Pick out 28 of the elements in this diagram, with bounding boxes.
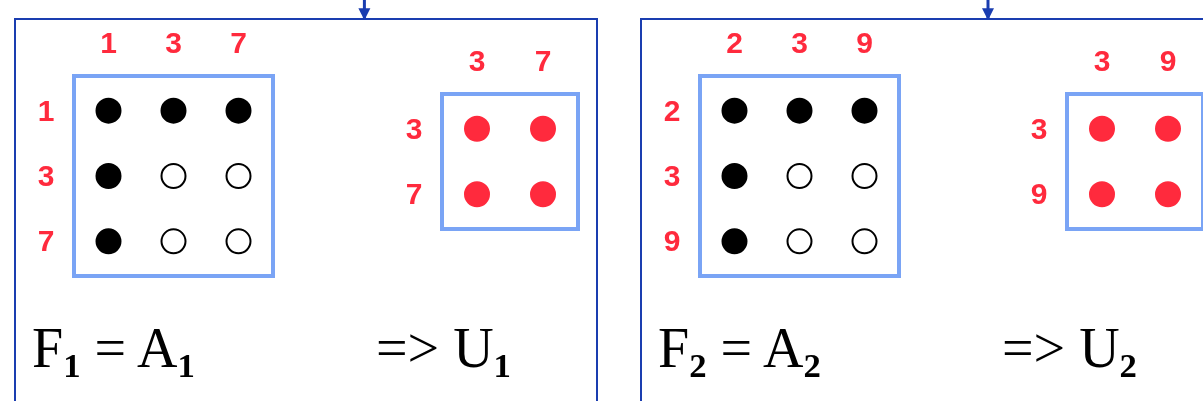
arrow [358, 0, 371, 21]
panel [640, 18, 1203, 401]
index-number: 7 [37, 226, 55, 257]
panel [14, 18, 598, 401]
index-number: 3 [468, 46, 486, 76]
index-number: 1 [100, 28, 117, 58]
index-number: 7 [405, 179, 423, 210]
index-number: 3 [165, 28, 182, 58]
index-number: 9 [663, 226, 681, 257]
index-number: 9 [1030, 179, 1048, 210]
index-number: 3 [1030, 113, 1048, 144]
index-number: 2 [726, 28, 743, 58]
index-number: 3 [37, 161, 55, 191]
index-number: 2 [663, 95, 681, 126]
index-number: 3 [405, 113, 423, 144]
index-number: 1 [37, 95, 55, 126]
formula-text: => U$_{1}$ [376, 320, 511, 385]
index-number: 3 [791, 28, 808, 58]
index-number: 7 [534, 46, 552, 76]
formula-text: F$_{1}$ = A$_{1}$ [32, 320, 195, 385]
index-number: 9 [856, 28, 873, 58]
formula-text: F$_{2}$ = A$_{2}$ [658, 320, 821, 385]
index-number: 3 [1093, 46, 1111, 76]
formula-text: => U$_{2}$ [1002, 320, 1137, 385]
arrow [982, 0, 994, 21]
index-number: 7 [230, 28, 247, 58]
index-number: 9 [1159, 46, 1177, 76]
index-number: 3 [663, 161, 681, 191]
